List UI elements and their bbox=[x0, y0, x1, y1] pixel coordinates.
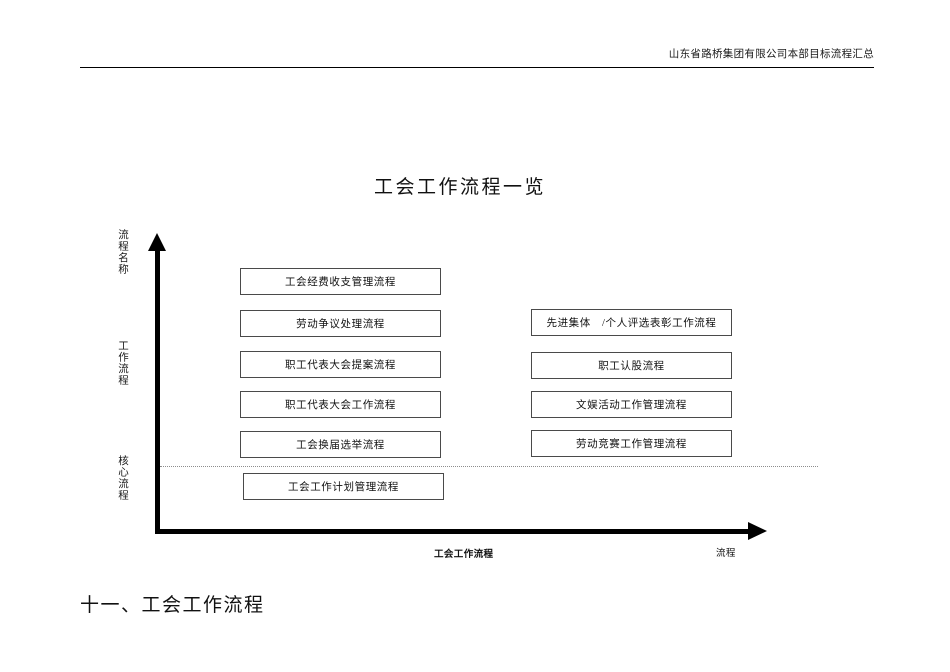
x-axis-line bbox=[155, 529, 750, 534]
x-axis-label: 工会工作流程 bbox=[434, 550, 494, 560]
process-box[interactable]: 职工代表大会工作流程 bbox=[240, 391, 441, 418]
page-header: 山东省路桥集团有限公司本部目标流程汇总 bbox=[80, 46, 874, 70]
process-box[interactable]: 职工认股流程 bbox=[531, 352, 732, 379]
process-box[interactable]: 文娱活动工作管理流程 bbox=[531, 391, 732, 418]
chart-title: 工会工作流程一览 bbox=[0, 172, 950, 199]
process-box[interactable]: 工会工作计划管理流程 bbox=[243, 473, 444, 500]
process-box[interactable]: 工会经费收支管理流程 bbox=[240, 268, 441, 295]
y-axis-label-work-process: 工作流程 bbox=[117, 340, 128, 386]
process-box[interactable]: 劳动争议处理流程 bbox=[240, 310, 441, 337]
process-box[interactable]: 劳动竞赛工作管理流程 bbox=[531, 430, 732, 457]
band-divider-dotted-line bbox=[160, 466, 818, 467]
chart-title-text: 工会工作流程一览 bbox=[373, 177, 546, 198]
y-axis-label-process-name: 流程名称 bbox=[117, 229, 128, 275]
process-box[interactable]: 先进集体 /个人评选表彰工作流程 bbox=[531, 309, 732, 336]
y-axis-arrowhead-icon bbox=[148, 233, 166, 251]
y-axis-line bbox=[155, 248, 160, 534]
y-axis-label-core-process: 核心流程 bbox=[117, 455, 128, 501]
x-axis-arrowhead-icon bbox=[748, 522, 767, 540]
header-title-text: 山东省路桥集团有限公司本部目标流程汇总 bbox=[668, 49, 874, 60]
process-box[interactable]: 工会换届选举流程 bbox=[240, 431, 441, 458]
process-box[interactable]: 职工代表大会提案流程 bbox=[240, 351, 441, 378]
header-divider-rule bbox=[80, 67, 874, 68]
section-heading: 十一、工会工作流程 bbox=[80, 595, 265, 616]
x-axis-end-label: 流程 bbox=[716, 549, 736, 559]
